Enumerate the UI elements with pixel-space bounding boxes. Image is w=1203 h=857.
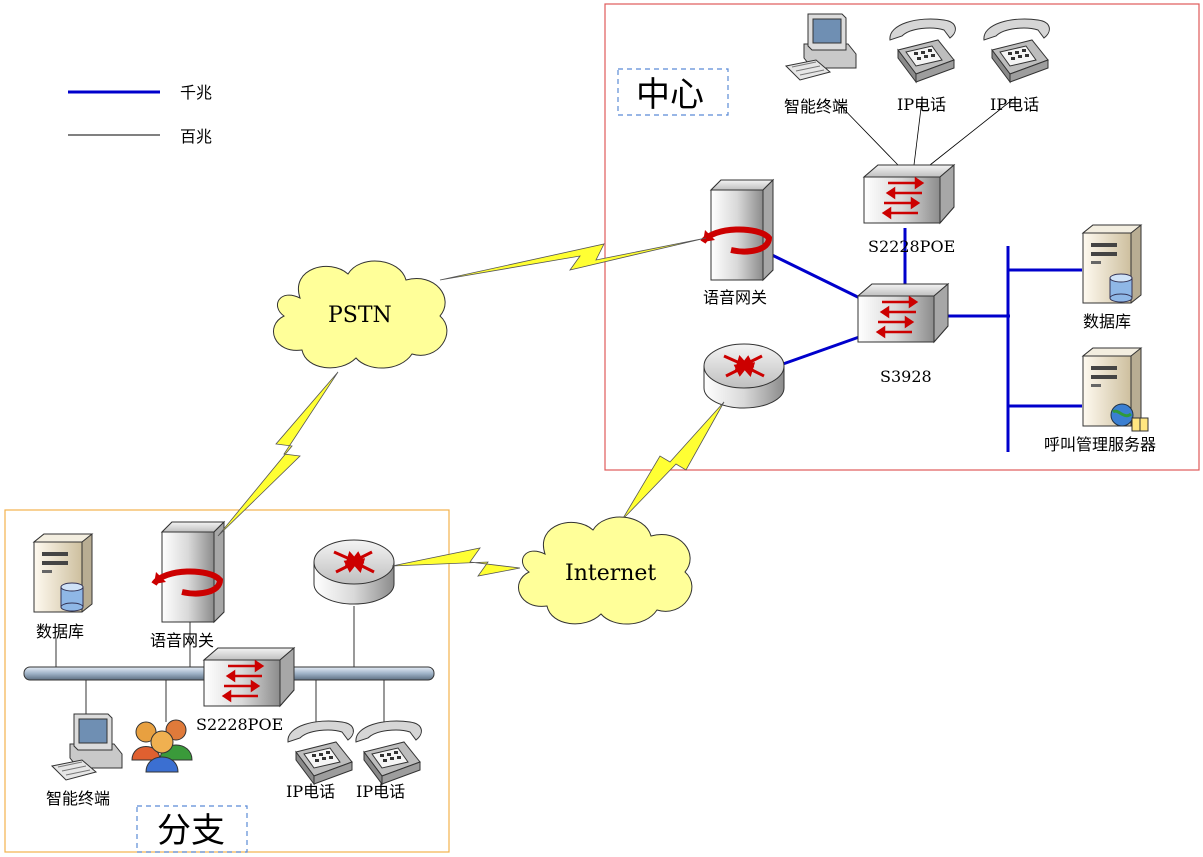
branch-ip-phone-1-icon bbox=[287, 720, 354, 785]
lightning-pstn-center bbox=[439, 237, 707, 281]
center-ip-phone-2-label: IP电话 bbox=[990, 95, 1039, 114]
branch-ip-phone-2-label: IP电话 bbox=[356, 782, 405, 801]
branch-ip-phone-2-icon bbox=[355, 720, 422, 785]
legend: 千兆 百兆 bbox=[68, 83, 212, 146]
legend-gigabit-label: 千兆 bbox=[180, 83, 212, 102]
center-core-switch-label: S3928 bbox=[880, 367, 932, 386]
center-ip-phone-1-label: IP电话 bbox=[897, 95, 946, 114]
center-thin-links bbox=[834, 99, 1013, 166]
branch-voice-gateway-label: 语音网关 bbox=[150, 631, 214, 650]
center-voice-gateway-label: 语音网关 bbox=[703, 288, 767, 307]
center-region-border bbox=[604, 3, 1200, 471]
pstn-cloud: PSTN bbox=[273, 260, 448, 369]
center-access-switch-label: S2228POE bbox=[868, 237, 955, 256]
globe-icon bbox=[1110, 403, 1149, 432]
center-core-switch-icon bbox=[856, 282, 950, 344]
branch-database-label: 数据库 bbox=[36, 622, 84, 641]
internet-cloud-label: Internet bbox=[565, 561, 656, 586]
database-cylinder-icon bbox=[1109, 273, 1133, 303]
branch-voice-gateway-icon bbox=[154, 522, 224, 622]
center-terminal-label: 智能终端 bbox=[784, 97, 848, 116]
lightning-branch-internet bbox=[391, 547, 521, 577]
wan-links bbox=[217, 237, 725, 577]
center-router-icon bbox=[702, 342, 786, 410]
center-ip-phone-2-icon bbox=[983, 18, 1050, 83]
branch-ip-phone-1-label: IP电话 bbox=[286, 782, 335, 801]
center-terminal-icon bbox=[785, 13, 857, 81]
branch-title: 分支 bbox=[157, 811, 225, 851]
users-group-icon bbox=[131, 719, 193, 773]
center-access-switch-icon bbox=[862, 163, 956, 225]
center-ip-phone-1-icon bbox=[889, 18, 956, 83]
branch-switch-label: S2228POE bbox=[196, 715, 283, 734]
internet-cloud: Internet bbox=[518, 516, 693, 625]
branch-router-icon bbox=[312, 538, 396, 606]
branch-terminal-icon bbox=[51, 713, 123, 781]
pstn-cloud-label: PSTN bbox=[328, 303, 392, 328]
branch-title-box bbox=[136, 805, 248, 853]
center-voice-gateway-icon bbox=[703, 180, 773, 280]
center-gigabit-links bbox=[769, 228, 1082, 452]
lightning-pstn-branch bbox=[217, 371, 339, 537]
branch-database-cylinder-icon bbox=[60, 582, 84, 612]
center-title: 中心 bbox=[636, 75, 704, 115]
legend-fast-ethernet-label: 百兆 bbox=[180, 127, 212, 146]
center-call-server-label: 呼叫管理服务器 bbox=[1044, 435, 1156, 454]
branch-terminal-label: 智能终端 bbox=[46, 789, 110, 808]
center-database-label: 数据库 bbox=[1083, 312, 1131, 331]
lightning-internet-center bbox=[621, 401, 725, 521]
center-title-box bbox=[617, 68, 729, 116]
branch-thin-links bbox=[55, 606, 385, 728]
branch-switch-icon bbox=[202, 646, 296, 708]
